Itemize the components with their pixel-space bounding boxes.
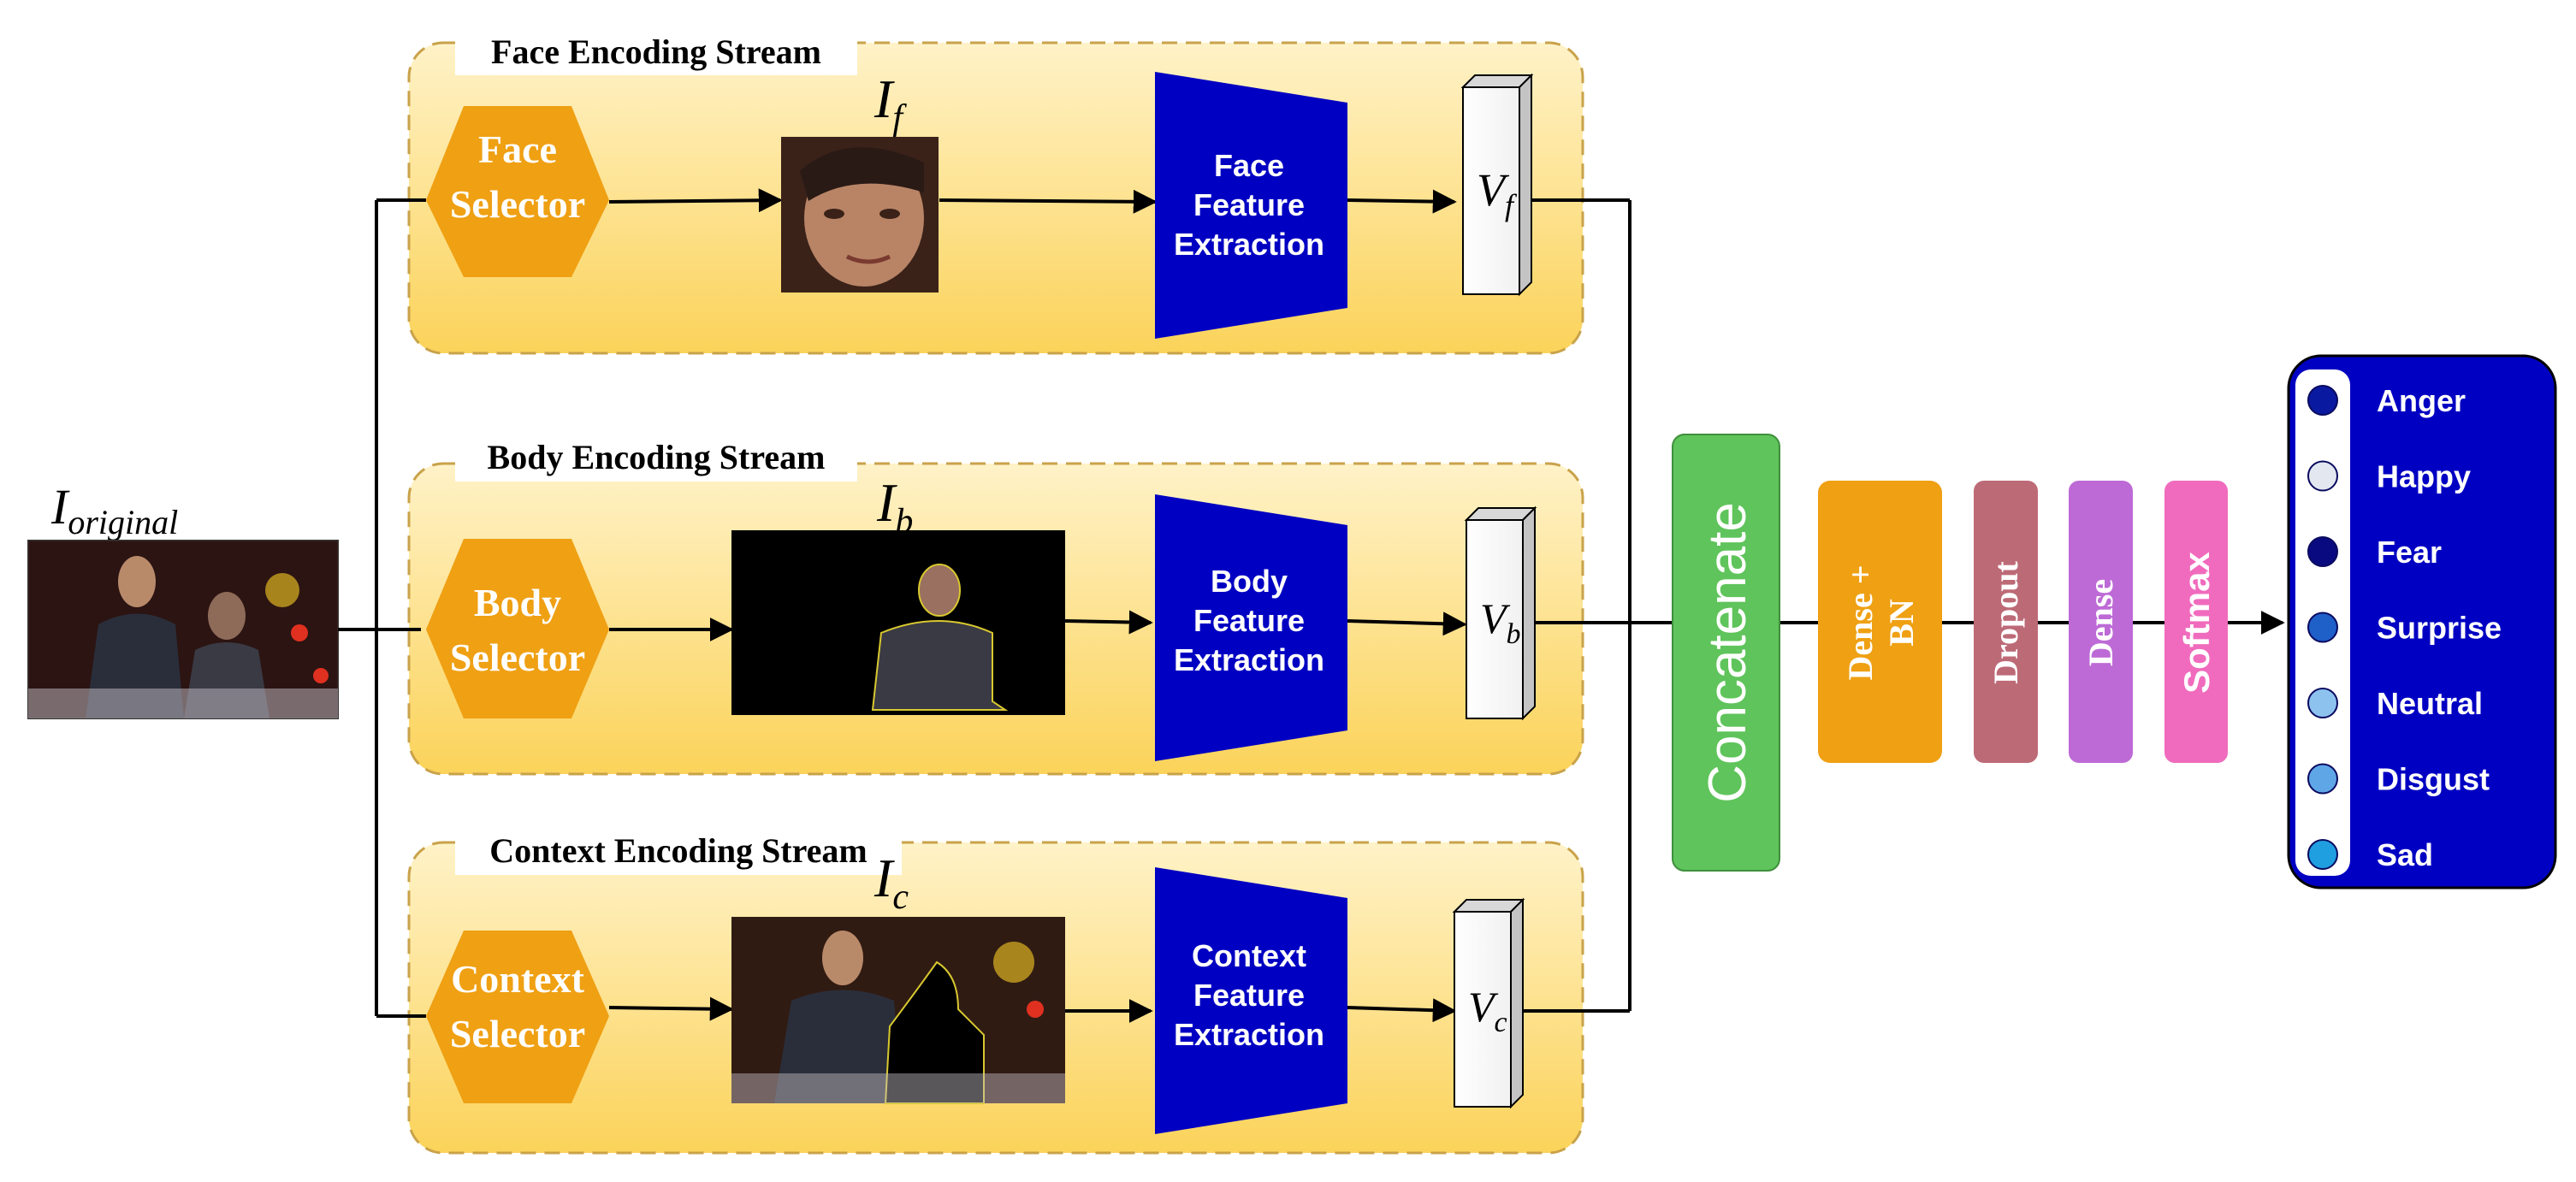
emotion-label-anger: Anger <box>2377 383 2466 418</box>
emotion-label-sad: Sad <box>2377 837 2433 872</box>
svg-text:Selector: Selector <box>450 635 585 679</box>
svg-text:BN: BN <box>1882 599 1921 647</box>
dropout-layer: Dropout <box>1974 481 2038 763</box>
emotion-label-neutral: Neutral <box>2377 686 2483 721</box>
emotion-dot-fear <box>2307 536 2338 567</box>
dense-layer: Dense <box>2069 481 2133 763</box>
stream-arrows <box>608 188 1467 1023</box>
svg-text:Vb: Vb <box>1480 594 1521 650</box>
body-selector: Body Selector <box>426 539 609 718</box>
emotion-dot-disgust <box>2307 763 2338 795</box>
svg-text:Context: Context <box>1192 938 1306 973</box>
svg-text:Extraction: Extraction <box>1174 642 1324 677</box>
context-image-label: Ic <box>873 848 909 917</box>
context-selector: Context Selector <box>426 931 609 1103</box>
body-feature-extractor: Body Feature Extraction <box>1155 494 1347 761</box>
svg-text:Feature: Feature <box>1193 603 1305 638</box>
dense-bn-layer: Dense + BN <box>1818 481 1942 763</box>
face-feature-extractor: Face Feature Extraction <box>1155 72 1347 339</box>
input-image <box>27 540 339 719</box>
context-stream-title: Context Encoding Stream <box>489 831 867 870</box>
context-image <box>731 917 1065 1104</box>
emotion-label-disgust: Disgust <box>2377 762 2490 797</box>
input-image-label: Ioriginal <box>50 479 178 541</box>
body-stream-title: Body Encoding Stream <box>488 438 826 476</box>
svg-text:Feature: Feature <box>1193 187 1305 222</box>
emotion-dot-happy <box>2307 460 2338 492</box>
svg-text:Dense: Dense <box>2082 579 2120 666</box>
svg-text:Selector: Selector <box>450 182 585 226</box>
svg-text:Concatenate: Concatenate <box>1698 502 1757 803</box>
face-feature-vector: Vf <box>1460 73 1534 297</box>
svg-text:Feature: Feature <box>1193 978 1305 1013</box>
svg-text:Extraction: Extraction <box>1174 227 1324 262</box>
emotion-label-happy: Happy <box>2377 459 2471 494</box>
fusion-connectors <box>1523 198 2285 1013</box>
emotion-dot-sad <box>2307 839 2338 870</box>
svg-text:Face: Face <box>1214 148 1284 183</box>
svg-text:Vc: Vc <box>1468 983 1507 1038</box>
face-stream-title: Face Encoding Stream <box>491 33 821 71</box>
svg-text:Softmax: Softmax <box>2176 552 2217 694</box>
body-image <box>731 530 1065 715</box>
body-feature-vector: Vb <box>1464 505 1537 721</box>
face-image <box>781 137 939 293</box>
context-feature-vector: Vc <box>1452 897 1525 1109</box>
emotion-label-surprise: Surprise <box>2377 611 2502 646</box>
svg-text:Dense +: Dense + <box>1841 565 1880 681</box>
face-selector: Face Selector <box>426 106 609 277</box>
context-feature-extractor: Context Feature Extraction <box>1155 867 1347 1134</box>
concatenate-layer: Concatenate <box>1672 434 1780 872</box>
svg-text:Selector: Selector <box>450 1012 585 1055</box>
svg-text:Body: Body <box>474 581 561 624</box>
emotion-dot-anger <box>2307 385 2338 416</box>
svg-text:Body: Body <box>1211 564 1288 599</box>
svg-text:Face: Face <box>478 127 557 171</box>
emotion-dot-neutral <box>2307 688 2338 718</box>
svg-text:Context: Context <box>451 957 585 1001</box>
softmax-layer: Softmax <box>2164 481 2228 763</box>
svg-text:Dropout: Dropout <box>1987 560 2025 683</box>
svg-text:Extraction: Extraction <box>1174 1017 1324 1052</box>
emotion-dot-surprise <box>2307 612 2338 643</box>
input-connectors <box>338 198 426 1018</box>
emotion-label-fear: Fear <box>2377 535 2442 570</box>
